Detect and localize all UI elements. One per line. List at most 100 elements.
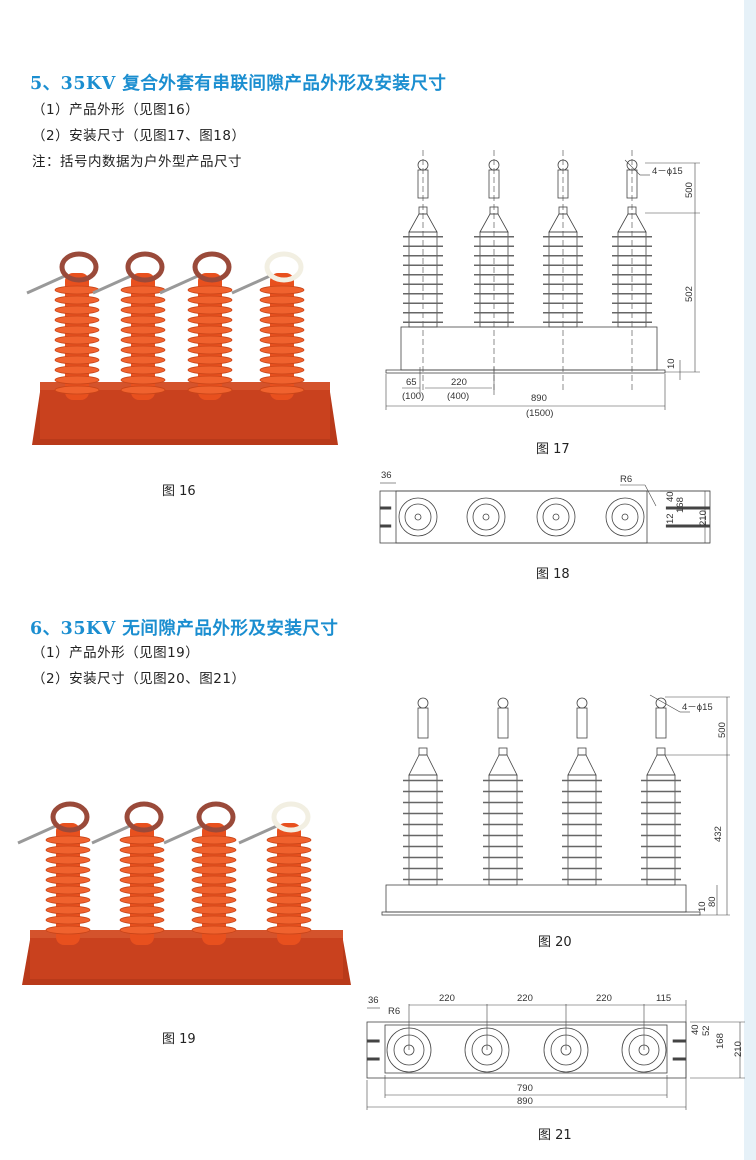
fig17-caption: 图 17	[536, 442, 570, 457]
base-inner-outline	[395, 490, 648, 544]
insulator-shed	[187, 335, 233, 345]
mounting-circle	[552, 513, 560, 521]
mounting-circle	[542, 503, 570, 531]
insulator-shed	[54, 385, 100, 395]
lead-loop	[264, 251, 304, 283]
section-5-heading: 5、35KV 复合外套有串联间隙产品外形及安装尺寸	[30, 74, 447, 94]
insulator-shed	[45, 905, 91, 915]
insulator-shed	[54, 325, 100, 335]
base-box	[400, 326, 658, 371]
insulator-shed	[259, 315, 305, 325]
fig18-dim-40: 40	[665, 491, 676, 502]
section-6-line-2: （2）安装尺寸（见图20、图21）	[32, 671, 246, 687]
fig17-dim-10: 10	[666, 358, 677, 369]
fig20-dim-80: 80	[707, 896, 718, 907]
insulator-shed	[54, 295, 100, 305]
insulator-shed	[187, 285, 233, 295]
fig21-plan-drawing	[366, 1000, 745, 1110]
mounting-circle	[536, 497, 576, 537]
insulator-shed	[120, 345, 166, 355]
terminal-rod	[92, 273, 134, 295]
terminal-rod	[557, 169, 569, 199]
fig18-dim-168: 168	[675, 497, 686, 513]
insulator-shed	[54, 305, 100, 315]
dimension-line	[649, 694, 681, 713]
insulator-shed	[45, 835, 91, 845]
terminal-rod	[626, 169, 638, 199]
lead-loop	[196, 801, 236, 833]
fig21-r6: R6	[388, 1006, 400, 1017]
terminal-rod	[655, 707, 667, 739]
insulator-shed	[120, 305, 166, 315]
insulator-shed	[259, 285, 305, 295]
terminal-rod	[488, 169, 500, 199]
fig21-dim-40: 40	[690, 1024, 701, 1035]
insulator-shed	[45, 865, 91, 875]
fig21-caption: 图 21	[538, 1128, 572, 1143]
fig21-pitch-2: 220	[517, 993, 533, 1004]
insulator-cone	[488, 754, 518, 776]
terminal-rod	[497, 707, 509, 739]
insulator-shed	[259, 375, 305, 385]
insulator-shed	[259, 355, 305, 365]
terminal-cap	[498, 747, 508, 756]
insulator-shed	[54, 365, 100, 375]
insulator-shed	[266, 835, 312, 845]
insulator-shed	[119, 835, 165, 845]
insulator-shed	[120, 355, 166, 365]
mounting-circle	[621, 513, 629, 521]
mounting-circle	[404, 503, 432, 531]
base-plate	[385, 369, 666, 374]
fig17-dim-502: 502	[684, 286, 695, 302]
insulator-shed	[187, 385, 233, 395]
insulator-shed	[187, 325, 233, 335]
mounting-circle	[482, 513, 490, 521]
mounting-circle	[605, 497, 645, 537]
mounting-circle	[466, 497, 506, 537]
insulator-shed	[266, 915, 312, 925]
fig16-caption: 图 16	[162, 484, 196, 499]
mounting-circle	[398, 497, 438, 537]
insulator-shed	[187, 305, 233, 315]
base-inner-outline	[384, 1024, 668, 1074]
fig21-dim-36: 36	[368, 995, 379, 1006]
mounting-circle	[472, 503, 500, 531]
section-6-line-1: （1）产品外形（见图19）	[32, 645, 200, 661]
insulator-shed	[191, 835, 237, 845]
lead-loop	[124, 801, 164, 833]
insulator-shed	[54, 355, 100, 365]
terminal-rod	[91, 823, 133, 845]
lead-loop	[192, 251, 232, 283]
lead-loop	[59, 251, 99, 283]
insulator-shed	[266, 895, 312, 905]
insulator-shed	[45, 915, 91, 925]
lead-loop	[271, 801, 311, 833]
fig20-dim-10: 10	[697, 901, 708, 912]
insulator-shed	[191, 895, 237, 905]
fig16-product-photo	[26, 251, 338, 445]
fig17-dim-220: 220	[451, 377, 467, 388]
insulator-shed	[120, 385, 166, 395]
dimension-line	[624, 159, 641, 176]
insulator-shed	[191, 865, 237, 875]
insulator-shed	[45, 845, 91, 855]
terminal-ring	[497, 697, 509, 709]
insulator-shed	[120, 365, 166, 375]
fig20-dim-500: 500	[717, 722, 728, 738]
fig20-hole-label: 4－ϕ15	[682, 702, 713, 713]
insulator-shed	[259, 365, 305, 375]
insulator-shed	[191, 855, 237, 865]
lead-loop	[50, 801, 90, 833]
terminal-cap	[656, 747, 666, 756]
page-edge-strip	[744, 0, 756, 1160]
insulator-shed	[54, 345, 100, 355]
fig19-product-photo	[17, 801, 351, 985]
insulator-shed	[259, 325, 305, 335]
insulator-shed	[120, 375, 166, 385]
fig17-dim-1500: (1500)	[526, 408, 553, 419]
insulator-shed	[266, 855, 312, 865]
insulator-shed	[120, 285, 166, 295]
terminal-rod	[159, 273, 201, 295]
terminal-rod	[238, 823, 280, 845]
terminal-rod	[17, 823, 59, 845]
